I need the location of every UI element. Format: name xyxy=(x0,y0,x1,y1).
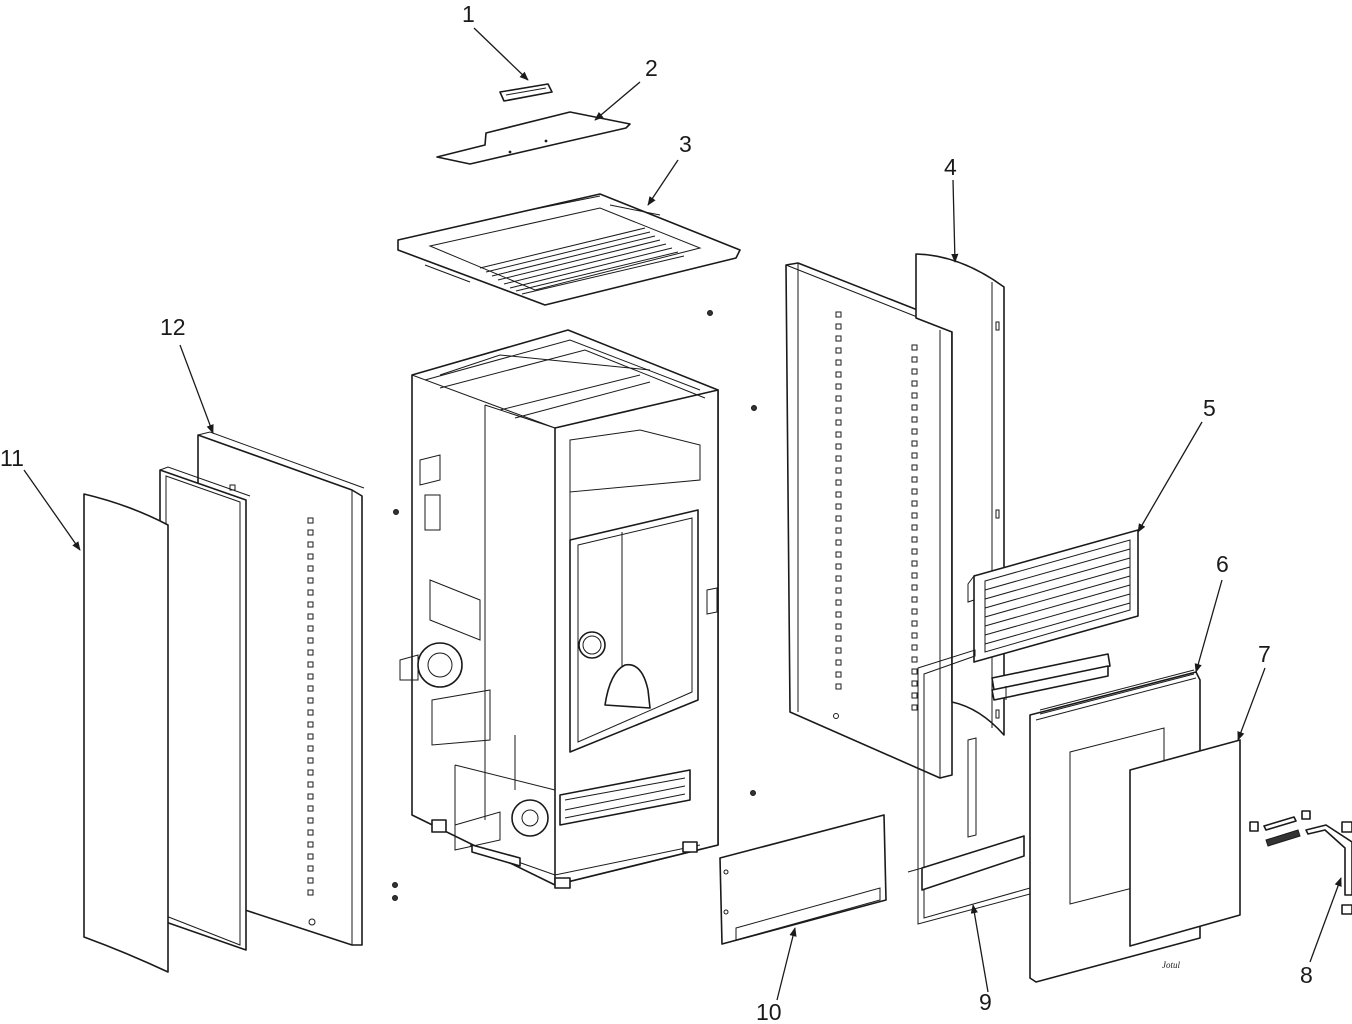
door-top-vent-row xyxy=(1039,669,1195,715)
callout-labels: 1 2 3 4 5 6 7 8 9 10 11 12 xyxy=(0,1,1313,1024)
callout-1: 1 xyxy=(462,1,475,27)
part-9-door-frame-assembly xyxy=(907,649,1111,925)
part-7-door-glass xyxy=(1129,739,1241,947)
part-8-hinge-hardware xyxy=(1249,810,1352,915)
callout-4: 4 xyxy=(944,154,957,180)
callout-12: 12 xyxy=(160,314,186,340)
brand-logo-text: Jotul xyxy=(1162,960,1180,970)
callout-7: 7 xyxy=(1258,641,1271,667)
right-side-panel xyxy=(785,262,953,779)
callout-6: 6 xyxy=(1216,551,1229,577)
part-5-louvre-grille xyxy=(967,529,1139,663)
callout-8: 8 xyxy=(1300,962,1313,988)
left-inner-frame-panel xyxy=(159,466,251,951)
loose-screws xyxy=(392,310,757,901)
part-11-curved-side-panel xyxy=(83,493,169,973)
callout-3: 3 xyxy=(679,131,692,157)
part-10-bottom-front-panel xyxy=(719,814,887,945)
callout-11: 11 xyxy=(0,445,24,471)
callout-10: 10 xyxy=(756,999,782,1024)
callout-5: 5 xyxy=(1203,395,1216,421)
part-3-top-grille xyxy=(397,193,741,306)
callout-2: 2 xyxy=(645,55,658,81)
stove-main-body xyxy=(399,329,719,889)
part-2-top-cover-plate xyxy=(436,111,631,165)
part-1-top-vent-cap xyxy=(499,83,553,102)
leader-lines xyxy=(23,27,1342,1001)
callout-9: 9 xyxy=(979,989,992,1015)
